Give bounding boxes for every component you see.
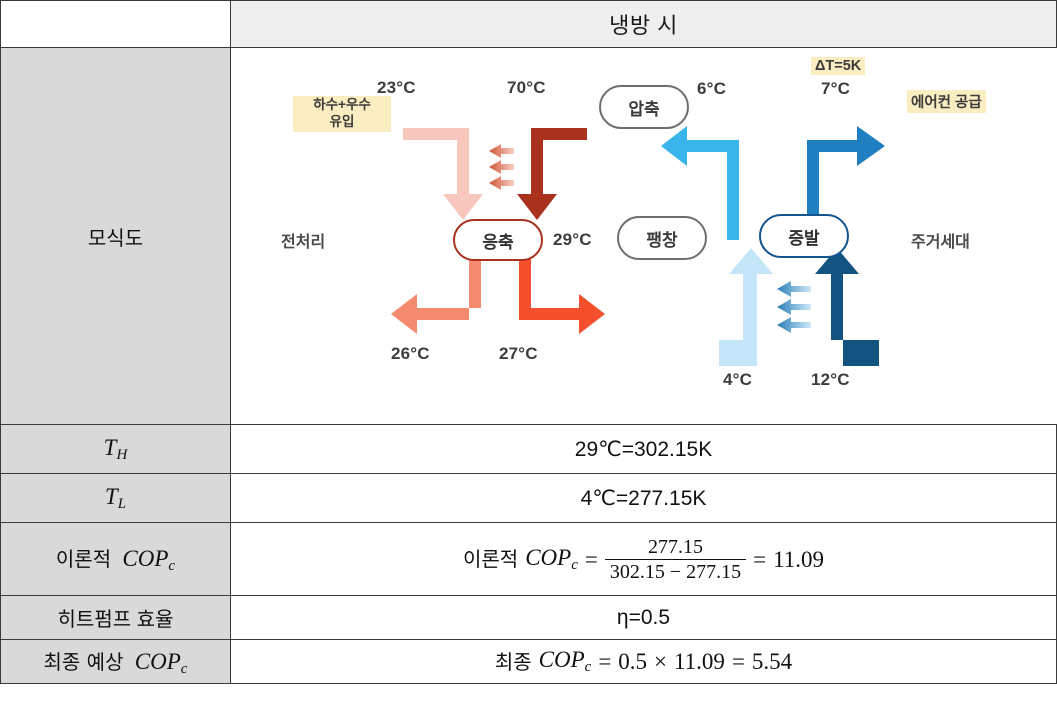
row-label-final-cop: 최종 예상 COPc xyxy=(0,639,231,684)
unit-expansion-label: 팽창 xyxy=(646,230,678,250)
label-household: 주거세대 xyxy=(911,234,970,251)
diagram-arrows-svg xyxy=(391,104,885,366)
formula-prefix: 이론적 xyxy=(462,547,519,571)
arrow-water-out-26c xyxy=(391,258,481,334)
label-delta-t: ΔT=5K xyxy=(811,57,866,75)
table-row: 최종 예상 COPc 최종 COPc = 0.5 × 11.09 = 5.54 xyxy=(0,639,1057,684)
table-row: 이론적 COPc 이론적 COPc = 277.15 302.15 − 277.… xyxy=(0,522,1057,596)
final-formula-times: × xyxy=(654,649,668,674)
row-label-th: TH xyxy=(0,424,231,474)
value-theoretical-cop: 이론적 COPc = 277.15 302.15 − 277.15 = 11.0… xyxy=(230,522,1057,596)
arrow-water-inflow-23c xyxy=(403,104,483,220)
heat-transfer-arrows-condenser xyxy=(489,144,514,190)
header-title-cell: 냉방 시 xyxy=(230,0,1057,48)
final-formula-equals-1: = xyxy=(598,649,612,674)
formula-equals-2: = xyxy=(753,546,767,572)
table-row: TH 29℃=302.15K xyxy=(0,424,1057,474)
cop-table: 냉방 시 모식도 xyxy=(0,0,1057,684)
value-tl: 4℃=277.15K xyxy=(230,473,1057,523)
schematic-cell: 하수+우수 유입 23°C 70°C 전처리 응축 29°C 26°C 27°C… xyxy=(230,47,1057,425)
row-label-tl: TL xyxy=(0,473,231,523)
temp-water-out-26c: 26°C xyxy=(391,344,430,363)
final-formula-factor: 0.5 xyxy=(618,649,648,674)
temp-return-air-12c: 12°C xyxy=(811,370,850,389)
formula-equals-1: = xyxy=(584,546,598,572)
tl-symbol: TL xyxy=(104,483,127,512)
table-header-row: 냉방 시 xyxy=(0,0,1057,48)
temp-to-compressor-6c: 6°C xyxy=(697,79,727,98)
value-final-cop: 최종 COPc = 0.5 × 11.09 = 5.54 xyxy=(230,639,1057,684)
temp-air-supply-7c: 7°C xyxy=(821,79,851,98)
value-th: 29℃=302.15K xyxy=(230,424,1057,474)
temp-refrigerant-70c: 70°C xyxy=(507,78,546,97)
row-label-theoretical-cop: 이론적 COPc xyxy=(0,522,231,596)
unit-compressor-label: 압축 xyxy=(628,99,660,119)
unit-condenser-label: 응축 xyxy=(482,232,514,252)
final-cop-formula: 최종 COPc = 0.5 × 11.09 = 5.54 xyxy=(495,648,792,675)
header-blank-cell xyxy=(0,0,231,48)
temp-to-expansion-27c: 27°C xyxy=(499,344,538,363)
arrow-to-compressor-6c xyxy=(661,126,739,240)
theoretical-cop-formula: 이론적 COPc = 277.15 302.15 − 277.15 = 11.0… xyxy=(463,537,824,582)
label-pretreatment: 전처리 xyxy=(281,234,326,251)
unit-evaporator-label: 증발 xyxy=(788,228,820,248)
arrow-evaporator-in-4c xyxy=(719,248,773,366)
formula-result: 11.09 xyxy=(773,546,825,572)
table-row: 모식도 xyxy=(0,47,1057,425)
formula-denominator: 302.15 − 277.15 xyxy=(604,558,747,582)
temp-water-in-23c: 23°C xyxy=(377,78,416,97)
label-inflow: 하수+우수 유입 xyxy=(293,96,391,132)
arrow-refrigerant-70c xyxy=(517,104,587,220)
heat-transfer-arrows-evaporator xyxy=(777,281,811,333)
final-formula-symbol: COPc xyxy=(538,647,592,675)
table-row: 히트펌프 효율 η=0.5 xyxy=(0,595,1057,640)
heatpump-schematic-diagram: 하수+우수 유입 23°C 70°C 전처리 응축 29°C 26°C 27°C… xyxy=(231,48,1057,424)
final-formula-result: 5.54 xyxy=(751,649,793,674)
temp-condenser-out-29c: 29°C xyxy=(553,230,592,249)
unit-condenser: 응축 xyxy=(453,219,543,261)
th-symbol: TH xyxy=(103,434,128,463)
final-formula-equals-2: = xyxy=(731,649,745,674)
final-formula-value: 11.09 xyxy=(674,649,725,674)
theoretical-cop-symbol: COPc xyxy=(122,546,176,574)
formula-numerator: 277.15 xyxy=(647,535,703,558)
unit-evaporator: 증발 xyxy=(759,214,849,258)
table-row: TL 4℃=277.15K xyxy=(0,473,1057,523)
final-cop-label-prefix: 최종 예상 xyxy=(43,649,124,674)
row-label-efficiency: 히트펌프 효율 xyxy=(0,595,231,640)
formula-fraction: 277.15 302.15 − 277.15 xyxy=(604,535,747,582)
row-label-schematic: 모식도 xyxy=(0,47,231,425)
final-cop-symbol: COPc xyxy=(134,648,188,677)
temp-evaporator-in-4c: 4°C xyxy=(723,370,753,389)
arrow-return-air-12c xyxy=(815,248,879,366)
final-formula-prefix: 최종 xyxy=(494,649,532,674)
formula-symbol: COPc xyxy=(525,544,578,573)
unit-compressor: 압축 xyxy=(599,85,689,129)
unit-expansion: 팽창 xyxy=(617,216,707,260)
theoretical-cop-label-prefix: 이론적 xyxy=(55,547,112,571)
arrow-refrigerant-27c xyxy=(519,258,605,334)
arrow-aircon-supply-7c xyxy=(807,126,885,240)
value-efficiency: η=0.5 xyxy=(230,595,1057,640)
label-aircon-supply: 에어컨 공급 xyxy=(907,90,986,113)
